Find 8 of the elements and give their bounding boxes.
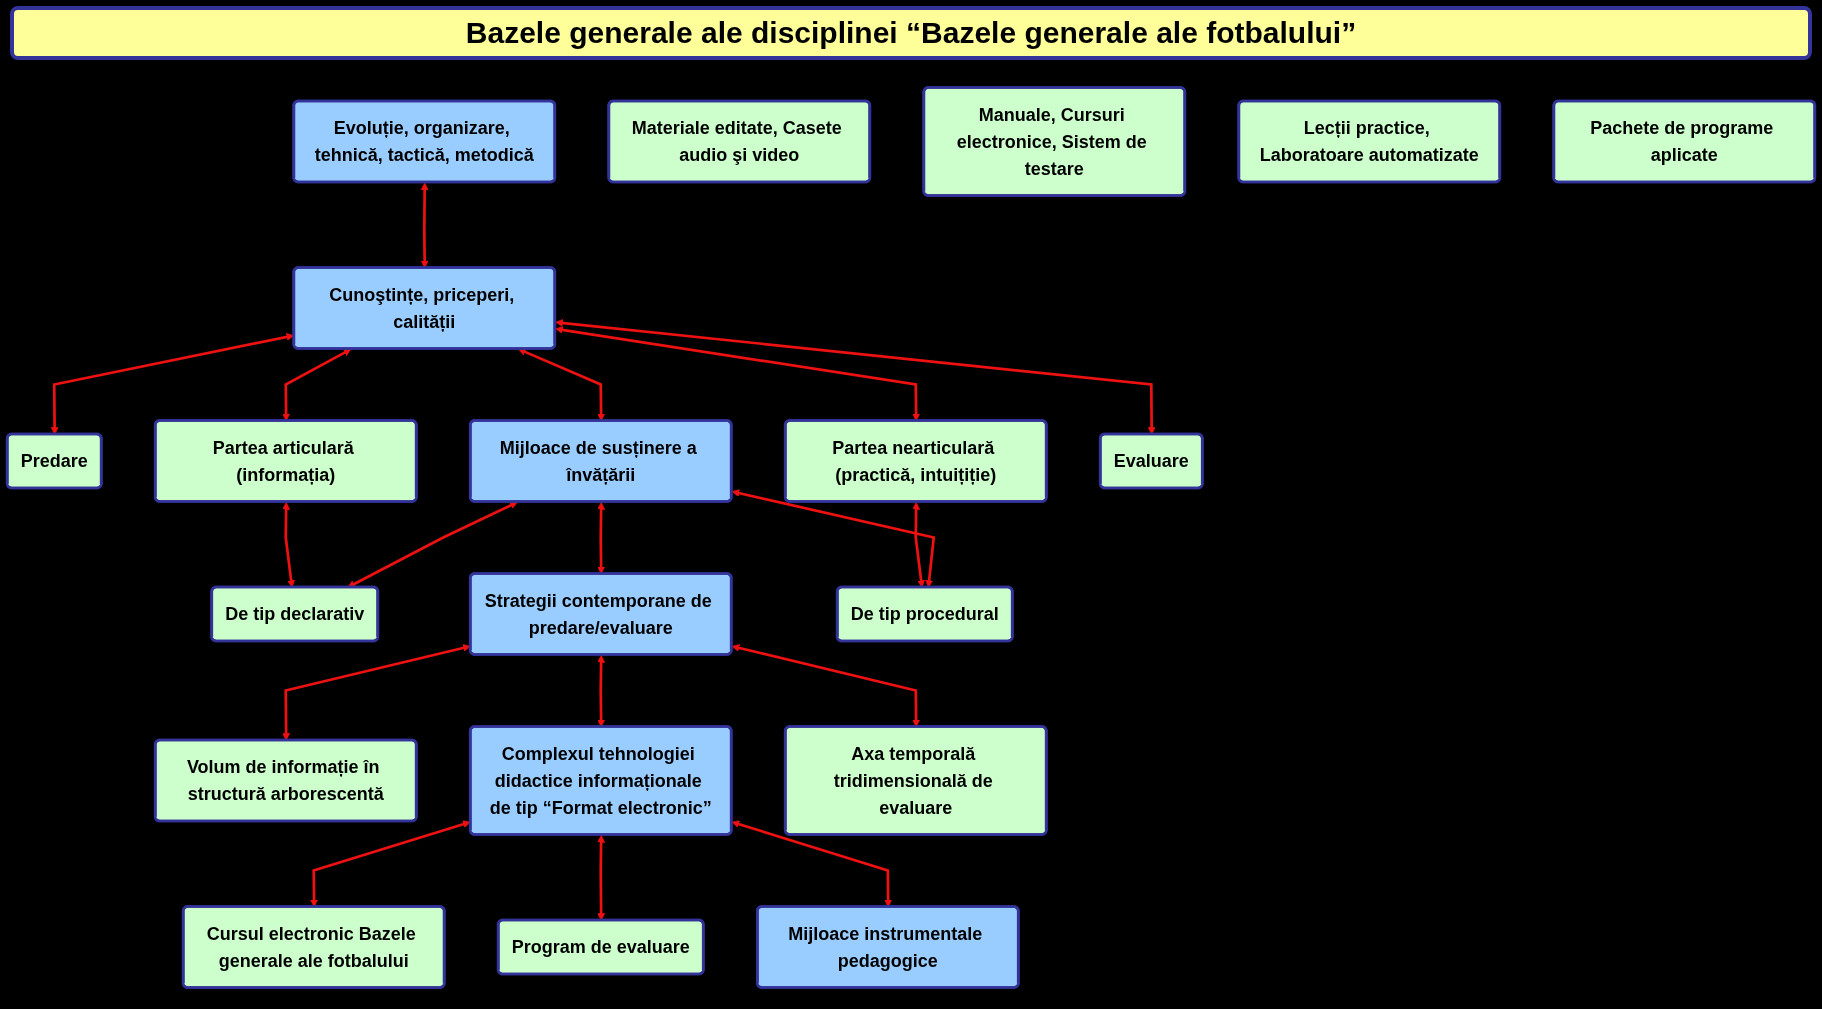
- arrow: [912, 501, 926, 588]
- arrow: [282, 644, 471, 741]
- arrow: [597, 834, 606, 921]
- arrow: [282, 501, 296, 588]
- title-banner: Bazele generale ale disciplinei “Bazele generale ale fotbalului”: [10, 6, 1812, 60]
- arrow: [347, 501, 518, 588]
- arrow: [731, 489, 936, 588]
- arrow: [555, 319, 1156, 435]
